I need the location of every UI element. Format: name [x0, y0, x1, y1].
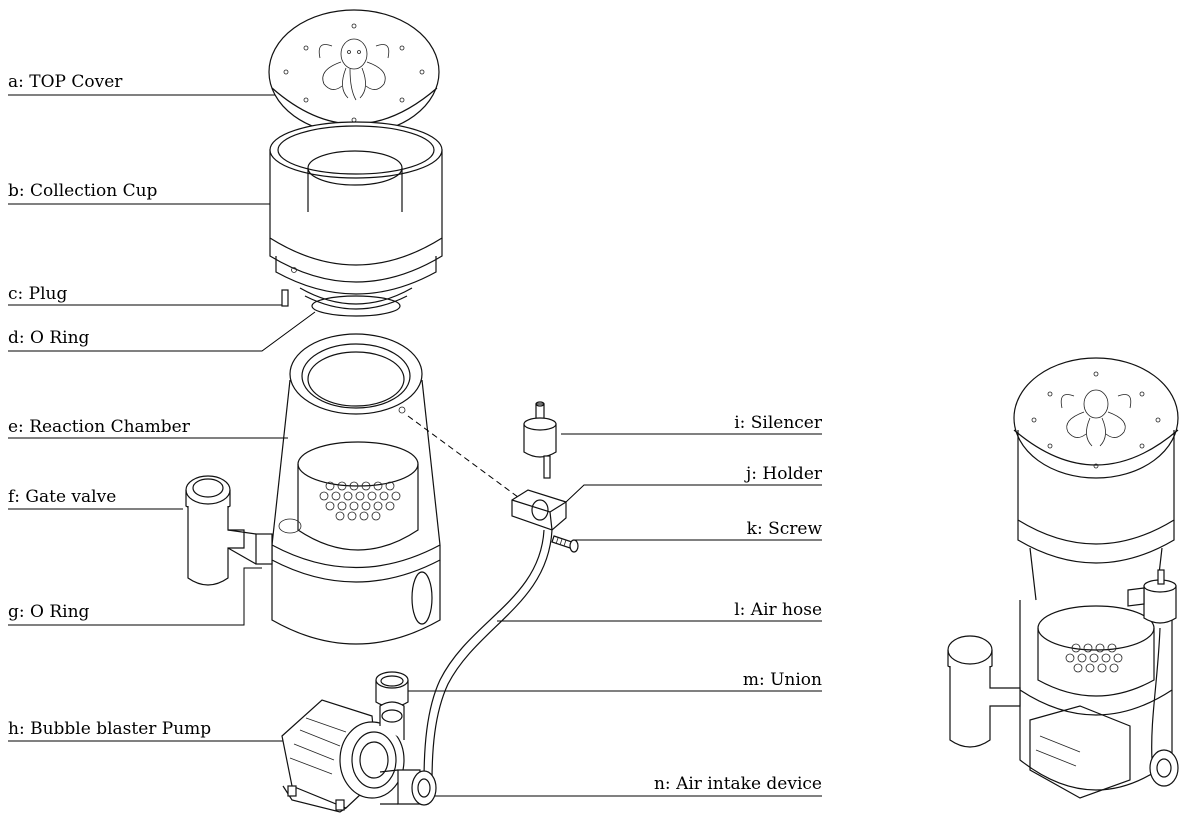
label-air-intake-device: n: Air intake device	[653, 774, 822, 794]
o-ring-d	[311, 295, 401, 317]
reaction-chamber	[255, 333, 441, 645]
assembled-octopus-logo	[1060, 389, 1132, 447]
label-o-ring-g: g: O Ring	[8, 602, 90, 622]
label-top-cover: a: TOP Cover	[8, 72, 123, 92]
label-reaction-chamber: e: Reaction Chamber	[8, 417, 190, 437]
label-air-hose: l: Air hose	[734, 600, 822, 620]
label-holder: j: Holder	[746, 464, 822, 484]
label-union: m: Union	[742, 670, 822, 690]
air-intake-device	[379, 769, 437, 806]
leader-lines-left	[8, 94, 316, 742]
bubble-blaster-pump	[281, 699, 405, 813]
octopus-logo	[318, 38, 390, 101]
label-bubble-blaster-pump: h: Bubble blaster Pump	[8, 719, 212, 739]
label-screw: k: Screw	[746, 519, 822, 539]
union	[375, 671, 409, 708]
silencer	[523, 401, 557, 479]
gate-valve	[185, 475, 257, 586]
basket-holes	[319, 481, 401, 521]
air-hose	[423, 529, 553, 783]
assembled-skimmer	[947, 357, 1179, 799]
leader-lines-right	[408, 433, 822, 797]
label-gate-valve: f: Gate valve	[8, 487, 117, 507]
label-o-ring-d: d: O Ring	[8, 328, 90, 348]
screw	[551, 535, 579, 553]
alignment-line	[407, 415, 523, 501]
holder	[511, 489, 567, 531]
collection-cup	[269, 121, 443, 310]
label-plug: c: Plug	[8, 284, 68, 304]
label-silencer: i: Silencer	[734, 413, 822, 433]
top-cover	[268, 9, 440, 135]
label-collection-cup: b: Collection Cup	[8, 181, 158, 201]
